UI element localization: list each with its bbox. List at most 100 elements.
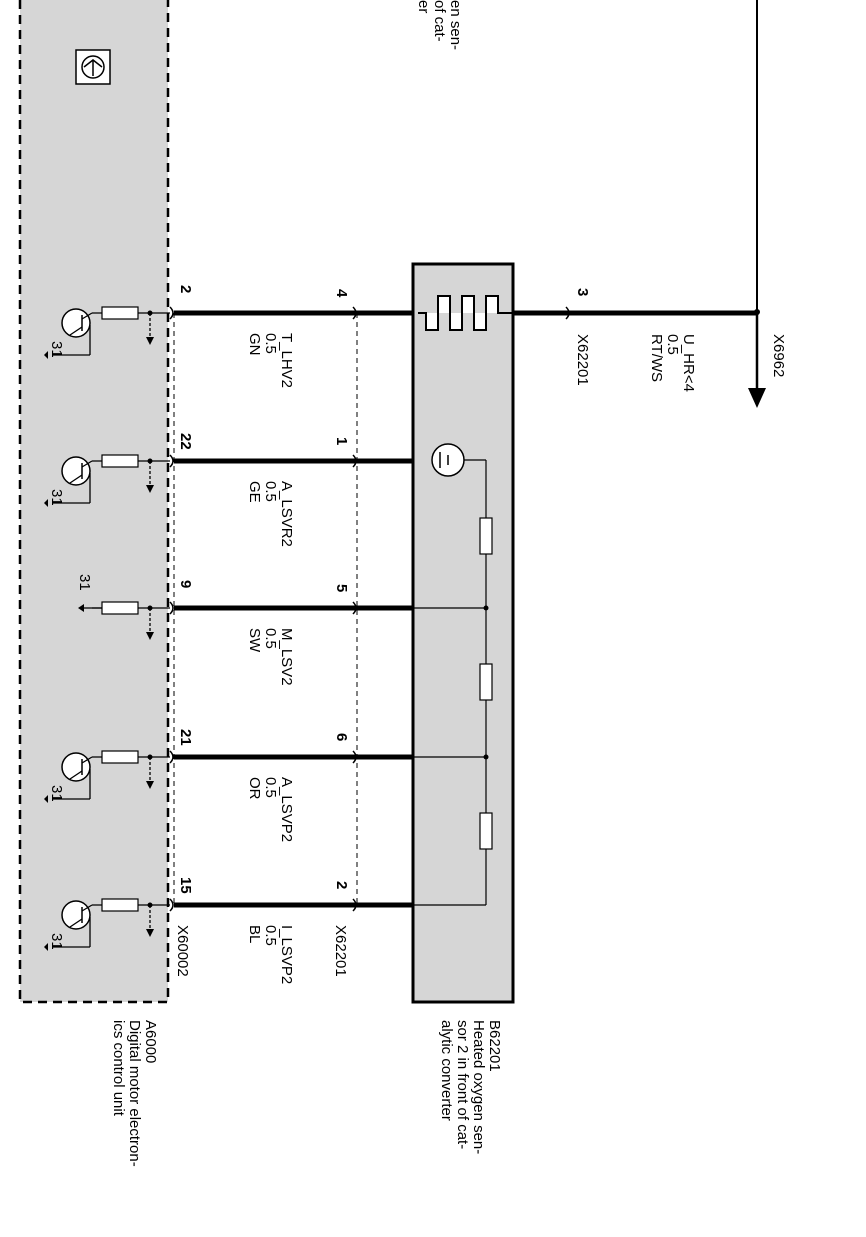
ecu-connector-label: X60002 <box>174 925 191 977</box>
ecu-pin-connector <box>169 898 174 912</box>
resistor-icon <box>101 898 139 912</box>
sensor-pin-number: 6 <box>333 733 350 741</box>
wire-signal-name: T_LHV2 <box>278 333 295 388</box>
transistor-collector <box>81 904 93 912</box>
ground-icon <box>44 351 48 359</box>
wire-color: BL <box>246 925 263 943</box>
sensor-resistor-icon <box>479 517 493 555</box>
sensor-id: B62201 <box>486 1020 503 1072</box>
transistor-icon <box>61 900 91 930</box>
ground-icon <box>44 499 48 507</box>
transistor-collector <box>81 312 93 320</box>
control-unit-desc-line-2: ics control unit <box>110 1020 127 1117</box>
sensor-cell-icon <box>431 443 465 477</box>
sensor-connector-label: X62201 <box>332 925 349 977</box>
control-unit-border <box>18 0 170 1004</box>
sensor-pin-connector <box>352 750 357 764</box>
sensor-pin-number: 4 <box>333 289 350 298</box>
sensor-desc-line-1: Heated oxygen sen- <box>470 1020 487 1154</box>
transistor-emitter <box>69 474 83 484</box>
control-unit-id: A6000 <box>142 1020 159 1063</box>
sensor-junction <box>483 605 489 611</box>
ecu-symbol-icon <box>75 49 111 85</box>
ecu-pin-connector <box>169 750 174 764</box>
ecu-pin-connector <box>169 454 174 468</box>
heater-connector-label: X62201 <box>574 334 591 386</box>
control-unit-box <box>20 0 168 1002</box>
wire-gauge: 0.5 <box>262 481 279 502</box>
resistor-icon <box>101 306 139 320</box>
resistor-icon <box>101 750 139 764</box>
transistor-icon <box>61 456 91 486</box>
wire-gauge: 0.5 <box>262 333 279 354</box>
ground-icon <box>78 604 84 612</box>
ground-arrow-icon <box>146 781 154 789</box>
transistor-collector <box>81 756 93 764</box>
control-unit-desc-line-1: Digital motor electron- <box>126 1020 143 1167</box>
sensor-pin-number: 1 <box>333 437 350 445</box>
ecu-pin-connector <box>169 601 174 615</box>
ground-label: 31 <box>48 341 65 358</box>
heater-pin-connector <box>565 306 570 320</box>
ground-arrow-icon <box>146 632 154 640</box>
ground-arrow-icon <box>146 485 154 493</box>
heater-element-icon <box>418 295 513 331</box>
ecu-pin-number: 21 <box>177 729 194 746</box>
heater-signal-color: RT/WS <box>648 334 665 382</box>
wire-color: SW <box>246 628 263 653</box>
ground-label: 31 <box>48 933 65 950</box>
ground-label: 31 <box>76 574 93 591</box>
sensor-pin-number: 5 <box>333 584 350 592</box>
ground-icon <box>44 943 48 951</box>
wire-signal-name: M_LSV2 <box>278 628 295 686</box>
ecu-pin-number: 15 <box>177 877 194 894</box>
transistor-emitter <box>69 918 83 928</box>
sensor-pin-connector <box>352 898 357 912</box>
oxygen-sensor-box <box>411 262 515 1004</box>
top-fragment-line-1: en sen- <box>447 0 464 50</box>
wire-signal-name: A_LSVP2 <box>278 777 295 842</box>
resistor-icon <box>101 454 139 468</box>
ground-arrow-icon <box>146 929 154 937</box>
sensor-resistor-icon <box>479 812 493 850</box>
ecu-pin-number: 22 <box>177 433 194 450</box>
top-fragment-line-3: er <box>415 0 432 13</box>
sensor-pin-connector <box>352 454 357 468</box>
wire-gauge: 0.5 <box>262 628 279 649</box>
transistor-emitter <box>69 326 83 336</box>
top-fragment-line-2: of cat- <box>431 0 448 42</box>
splice-label: X6962 <box>770 334 787 377</box>
ground-arrow-icon <box>146 337 154 345</box>
sensor-pin-number: 2 <box>333 881 350 889</box>
sensor-pin-connector <box>352 306 357 320</box>
sensor-resistor-icon <box>479 663 493 701</box>
ecu-pin-number: 2 <box>177 285 194 293</box>
sensor-junction <box>483 754 489 760</box>
sensor-pin-connector <box>352 601 357 615</box>
heater-signal-gauge: 0.5 <box>664 334 681 355</box>
sensor-desc-line-2: sor 2 in front of cat- <box>454 1020 471 1149</box>
wire-gauge: 0.5 <box>262 777 279 798</box>
sensor-desc-line-3: alytic converter <box>438 1020 455 1121</box>
wire-signal-name: A_LSVR2 <box>278 481 295 547</box>
wire-color: GE <box>246 481 263 503</box>
transistor-icon <box>61 752 91 782</box>
transistor-collector <box>81 460 93 468</box>
ground-label: 31 <box>48 785 65 802</box>
wire-color: OR <box>246 777 263 800</box>
wire-color: GN <box>246 333 263 356</box>
transistor-icon <box>61 308 91 338</box>
ecu-pin-connector <box>169 306 174 320</box>
transistor-emitter <box>69 770 83 780</box>
wire-gauge: 0.5 <box>262 925 279 946</box>
resistor-icon <box>101 601 139 615</box>
wire-signal-name: I_LSVP2 <box>278 925 295 984</box>
ground-label: 31 <box>48 489 65 506</box>
splice-arrow-icon <box>748 388 766 408</box>
heater-signal-name: U_HR<4 <box>680 334 697 392</box>
heater-pin-number: 3 <box>574 288 591 296</box>
ground-icon <box>44 795 48 803</box>
ecu-pin-number: 9 <box>177 580 194 588</box>
